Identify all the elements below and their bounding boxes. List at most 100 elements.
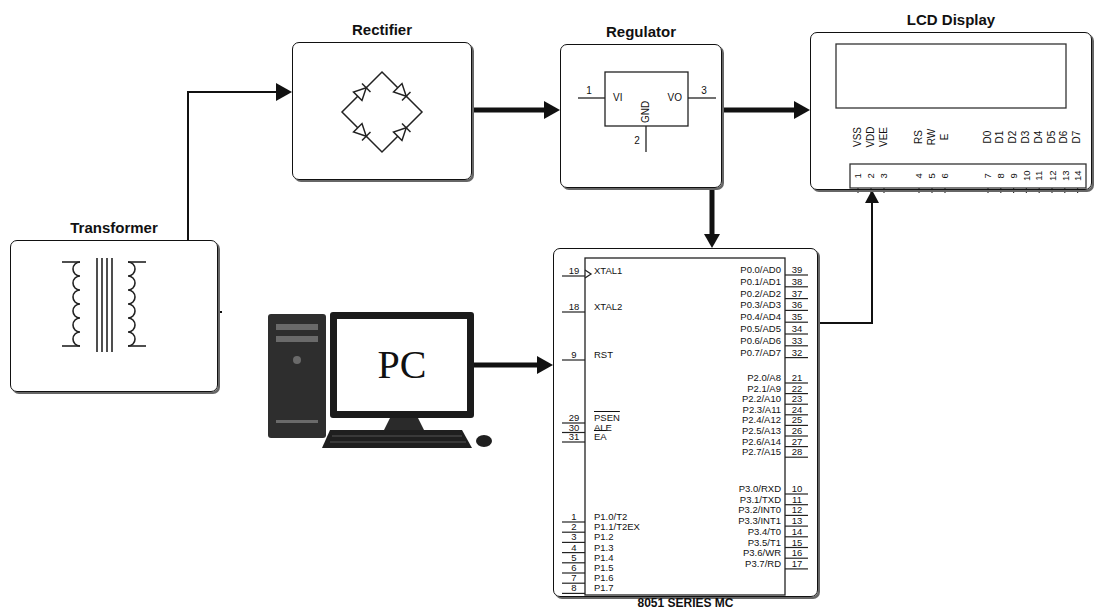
pin-name: RW (926, 129, 938, 145)
pin-number: 11 (1033, 171, 1045, 181)
pin-number: 28 (792, 446, 803, 457)
pin-name: E (939, 134, 951, 141)
pin-name: P2.1/A9 (747, 383, 781, 394)
pin-number: 39 (792, 264, 803, 275)
pin-number: 33 (792, 335, 803, 346)
arrow-line (472, 108, 544, 113)
pin-name: P3.6/WR (743, 547, 781, 558)
block-title: LCD Display (907, 11, 995, 29)
lcd-box: LCD Display (810, 32, 1092, 190)
pin-number: 2 (865, 173, 877, 178)
pin-number: 10 (1021, 171, 1033, 182)
pin-name: P0.5/AD5 (740, 323, 781, 334)
pin-number: 35 (792, 311, 803, 322)
pin-name: P2.0/A8 (747, 372, 781, 383)
pin-name: P3.3/INT1 (738, 515, 781, 526)
pin-name: D1 (995, 131, 1007, 144)
pin-number: 3 (571, 531, 576, 542)
pin-number: 22 (792, 383, 803, 394)
pin-wire (987, 188, 988, 193)
bridge-rectifier-symbol (394, 128, 407, 141)
pin-number: 4 (571, 542, 576, 553)
pin-name: P3.5/T1 (748, 537, 781, 548)
pin-number: 5 (926, 173, 938, 178)
power-arrow (472, 101, 560, 119)
arrow-head (794, 101, 810, 119)
pin-wire (1077, 188, 1078, 193)
pin-wire (883, 188, 884, 193)
pin-number: 6 (571, 562, 576, 573)
block-title: Regulator (606, 23, 676, 41)
pin-number: 12 (792, 504, 803, 515)
pin-number: 21 (792, 372, 803, 383)
pin-name: GND (640, 101, 652, 123)
arrow-line (474, 363, 537, 368)
pin-name: PSEN (594, 412, 620, 423)
arrow-head (704, 234, 720, 248)
pin-number: 7 (982, 173, 994, 178)
pin-number: 3 (701, 85, 707, 97)
regulator-symbol (605, 72, 688, 126)
pin-number: 1 (586, 85, 592, 97)
block-title: Transformer (70, 219, 158, 237)
arrow-head (537, 356, 553, 374)
pin-name: D0 (982, 131, 994, 144)
transformer-symbol (128, 345, 146, 347)
pin-name: P2.5/A13 (742, 425, 781, 436)
pin-number: 24 (792, 404, 803, 415)
pin-number: 29 (569, 412, 580, 423)
power-arrow (704, 188, 720, 248)
pin-name: P3.2/INT0 (738, 504, 781, 515)
pin-number: 13 (1059, 171, 1071, 182)
pin-name: D2 (1008, 131, 1020, 144)
pin-number: 8 (995, 173, 1007, 178)
computer-illustration (276, 324, 318, 330)
pin-name: P1.3 (594, 542, 614, 553)
pin-name: ALE (594, 422, 612, 433)
pin-number: 23 (792, 393, 803, 404)
arrow-line (818, 203, 872, 323)
bridge-rectifier-symbol (362, 132, 370, 140)
pin-number: 36 (792, 299, 803, 310)
pin-name: P0.4/AD4 (740, 311, 781, 322)
pin-number: 9 (571, 349, 576, 360)
pin-number: 1 (571, 511, 576, 522)
signal-arrow (188, 83, 292, 240)
arrow-head (544, 101, 560, 119)
pin-number: 4 (913, 173, 925, 178)
lcd-screen (836, 44, 1066, 108)
pin-name: P1.2 (594, 531, 614, 542)
pin-name: P1.7 (594, 582, 614, 593)
transformer-symbol (101, 258, 103, 352)
pin-number: 25 (792, 414, 803, 425)
pin-wire (944, 188, 945, 193)
pin-name: P2.7/A15 (742, 446, 781, 457)
power-arrow (722, 101, 810, 119)
pin-number: 37 (792, 288, 803, 299)
transformer-symbol (62, 345, 80, 347)
regulator-symbol (578, 72, 716, 152)
pin-number: 34 (792, 323, 803, 334)
pin-number: 18 (569, 301, 580, 312)
lcd-screen (850, 164, 1086, 188)
bridge-rectifier-symbol (362, 84, 370, 92)
computer-illustration (384, 418, 424, 430)
pin-wire (857, 188, 858, 193)
pin-name: XTAL2 (594, 301, 622, 312)
computer-illustration (293, 356, 301, 364)
arrow-head (865, 190, 879, 203)
pin-wire (931, 188, 932, 193)
chip-body (585, 258, 785, 595)
pin-name: XTAL1 (594, 265, 622, 276)
pin-number: 27 (792, 436, 803, 447)
pin-name: P0.7/AD7 (740, 347, 781, 358)
pin-name: VI (613, 92, 622, 104)
pin-number: 30 (569, 422, 580, 433)
pin-wire (1026, 188, 1027, 193)
lcd-screen (836, 44, 1086, 188)
pin-wire (1051, 188, 1052, 193)
pin-name: VSS (852, 127, 864, 147)
pin-name: P3.4/T0 (748, 526, 781, 537)
pin-number: 16 (792, 547, 803, 558)
pin-name: P2.3/A11 (743, 404, 781, 415)
